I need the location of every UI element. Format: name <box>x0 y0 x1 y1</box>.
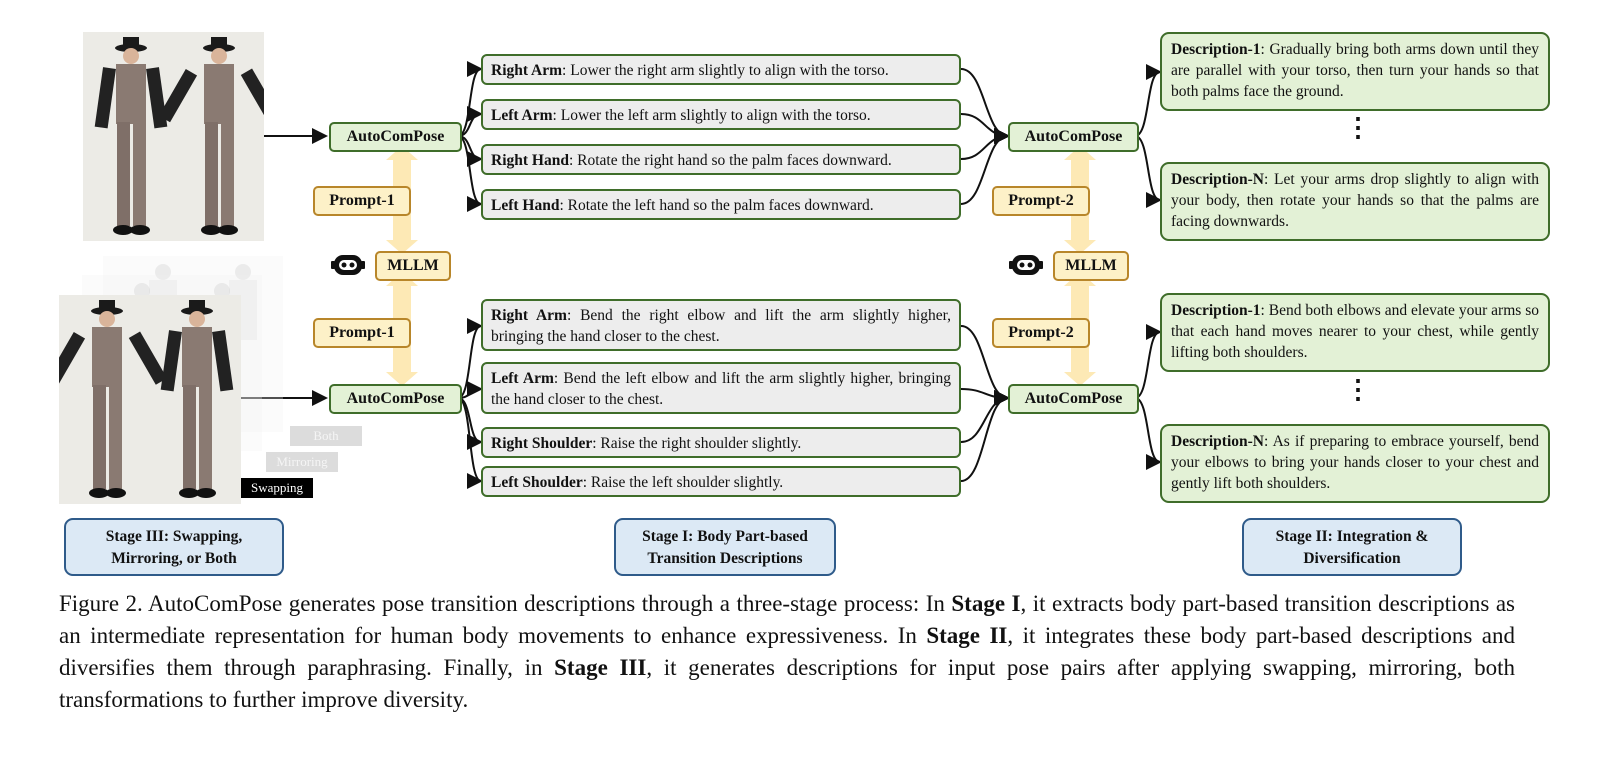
body-part-description-right-arm-bottom: Right Arm: Bend the right elbow and lift… <box>481 299 961 351</box>
augmentation-label-mirroring: Mirroring <box>266 452 338 472</box>
autocompose-box-bottom-right: AutoComPose <box>1008 384 1139 414</box>
body-part-description-right-hand-top: Right Hand: Rotate the right hand so the… <box>481 144 961 175</box>
autocompose-box-top-right: AutoComPose <box>1008 122 1139 152</box>
body-part-description-right-shoulder-bottom: Right Shoulder: Raise the right shoulder… <box>481 427 961 458</box>
augmentation-label-both: Both <box>290 426 362 446</box>
autocompose-box-top-left: AutoComPose <box>329 122 462 152</box>
body-part-description-right-arm-top: Right Arm: Lower the right arm slightly … <box>481 54 961 85</box>
stage-2-label: Stage II: Integration &Diversification <box>1242 518 1462 576</box>
mllm-box-left: MLLM <box>375 251 451 281</box>
ellipsis-top: ⋮ <box>1345 113 1371 142</box>
description-n-top: Description-N: Let your arms drop slight… <box>1160 162 1550 241</box>
autocompose-box-bottom-left: AutoComPose <box>329 384 462 414</box>
robot-icon <box>1008 249 1044 279</box>
person-figure <box>160 300 234 498</box>
source-pose-photo-pair <box>83 32 264 241</box>
prompt-1-box-top: Prompt-1 <box>313 186 411 216</box>
figure-caption: Figure 2. AutoComPose generates pose tra… <box>59 591 1516 712</box>
person-figure <box>158 37 264 235</box>
person-figure <box>94 37 168 235</box>
mllm-box-right: MLLM <box>1053 251 1129 281</box>
description-1-top: Description-1: Gradually bring both arms… <box>1160 32 1550 111</box>
robot-icon <box>330 249 366 279</box>
prompt-1-box-bottom: Prompt-1 <box>313 318 411 348</box>
stage-3-label: Stage III: Swapping,Mirroring, or Both <box>64 518 284 576</box>
body-part-description-left-arm-top: Left Arm: Lower the left arm slightly to… <box>481 99 961 130</box>
description-1-bottom: Description-1: Bend both elbows and elev… <box>1160 293 1550 372</box>
description-n-bottom: Description-N: As if preparing to embrac… <box>1160 424 1550 503</box>
augmented-pose-photo-swapping <box>59 295 241 504</box>
body-part-description-left-shoulder-bottom: Left Shoulder: Raise the left shoulder s… <box>481 466 961 497</box>
ellipsis-bottom: ⋮ <box>1345 375 1371 404</box>
body-part-description-left-hand-top: Left Hand: Rotate the left hand so the p… <box>481 189 961 220</box>
augmentation-label-swapping: Swapping <box>241 478 313 498</box>
person-figure <box>59 300 168 498</box>
body-part-description-left-arm-bottom: Left Arm: Bend the left elbow and lift t… <box>481 362 961 414</box>
prompt-2-box-top: Prompt-2 <box>992 186 1090 216</box>
prompt-2-box-bottom: Prompt-2 <box>992 318 1090 348</box>
